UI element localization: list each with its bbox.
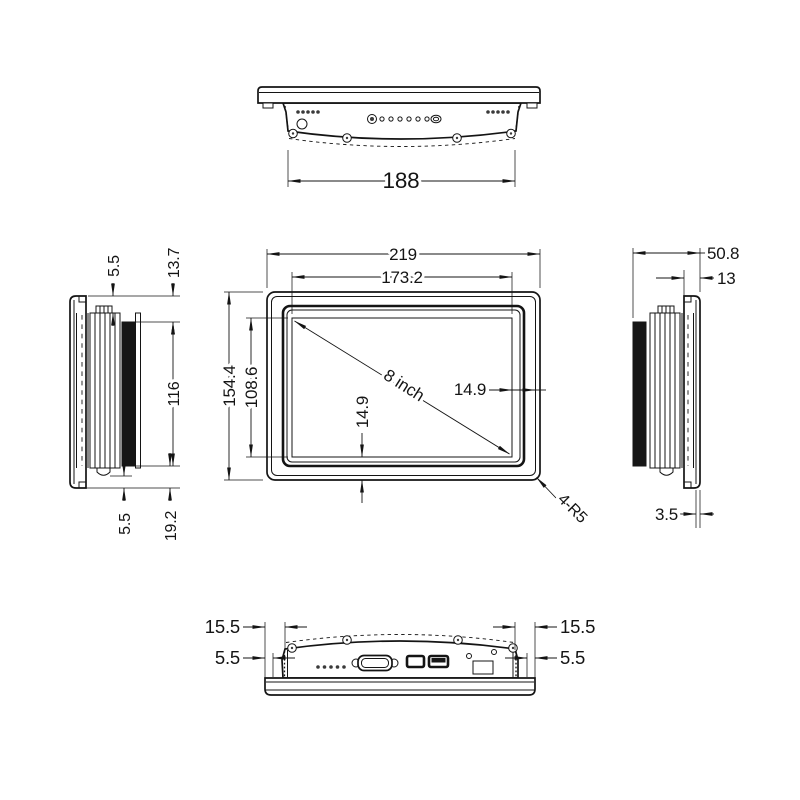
dim-label-14-9-right: 14.9 [454, 380, 486, 399]
bottom-boss [96, 467, 111, 476]
dim-label-15-5-left: 15.5 [205, 616, 240, 637]
dim-label-5-5-right: 5.5 [560, 647, 585, 668]
dim-top-fin-width: 188 [287, 150, 516, 196]
dim-label-108-6: 108.6 [242, 367, 261, 409]
usb-port-1 [405, 654, 426, 669]
dim-label-15-5-right: 15.5 [560, 616, 595, 637]
bezel-section-left [69, 295, 87, 489]
dim-overall-width: 219 [266, 242, 541, 288]
dim-bottom-right-lip: 5.5 [505, 644, 588, 677]
bezel-section-right [683, 295, 701, 489]
dim-label-173-2: 173.2 [381, 268, 423, 287]
top-view: 188 [257, 86, 541, 196]
bottom-view: 15.5 5.5 15.5 5.5 [202, 613, 598, 696]
rear-cover-edge [135, 312, 141, 469]
rear-panel-bar-right [632, 321, 647, 467]
front-view: 8 inch 219 173.2 154.4 108.6 [217, 242, 593, 530]
chassis-body-bottom [281, 640, 519, 679]
mounting-screws-bottom [287, 635, 518, 653]
front-flange-bottom [264, 677, 536, 696]
dim-label-14-9-bottom: 14.9 [353, 396, 372, 428]
dim-left-rear-gap: 5.5 [110, 463, 137, 538]
dim-label-left-5-5-bottom: 5.5 [117, 513, 134, 535]
dim-label-4-r5: 4-R5 [554, 491, 590, 527]
dim-left-rear-depth: 19.2 [86, 453, 183, 544]
dim-left-front-gap: 5.5 [88, 252, 180, 326]
vga-connector [351, 654, 399, 672]
dim-bottom-left-fin-inset: 15.5 [202, 613, 307, 678]
left-side-view: 5.5 13.7 116 5.5 19.2 [69, 245, 186, 544]
dim-overall-height: 154.4 [217, 291, 263, 481]
dim-label-219: 219 [389, 245, 417, 264]
dim-total-depth: 50.8 [632, 241, 742, 318]
dim-label-13: 13 [717, 269, 736, 288]
display-active-area [291, 317, 513, 458]
right-side-view: 50.8 13 3.5 [632, 241, 742, 528]
bottom-boss-right [659, 467, 674, 476]
dim-bottom-right-fin-inset: 15.5 [493, 613, 598, 678]
led-indicator-row [367, 114, 442, 124]
flange-lip-left [262, 102, 274, 109]
dim-right-margin: 14.9 [451, 377, 546, 402]
corner-radius-callout: 4-R5 [536, 477, 593, 530]
dim-label-154-4: 154.4 [220, 365, 239, 407]
dim-bezel-depth: 13 [656, 266, 739, 302]
heatsink-fins-bottom-icon [285, 634, 515, 643]
dim-label-50-8: 50.8 [707, 244, 739, 263]
dim-label-188: 188 [383, 168, 420, 193]
dim-left-front-depth: 13.7 [135, 245, 186, 335]
heatsink-fins-icon [288, 138, 516, 147]
display-opening-inner-line [286, 309, 521, 463]
dim-display-width: 173.2 [291, 265, 513, 314]
power-connector [466, 649, 497, 675]
mounting-screws-top [288, 128, 516, 143]
display-frame-inner-line [271, 296, 536, 476]
vent-holes-left [296, 110, 320, 114]
dim-lip-thickness: 3.5 [652, 490, 714, 528]
vent-holes-bottom [316, 665, 346, 669]
flange-lip-right [526, 102, 538, 109]
dim-bottom-left-lip: 5.5 [212, 644, 295, 677]
dim-label-left-5-5-top: 5.5 [106, 255, 123, 277]
dim-label-19-2: 19.2 [163, 511, 180, 542]
dim-label-3-5: 3.5 [655, 505, 678, 524]
dim-left-cutout-height: 116 [135, 321, 186, 467]
front-flange [257, 86, 541, 104]
dim-label-13-7: 13.7 [166, 248, 183, 279]
vent-holes-right [486, 110, 510, 114]
usb-port-2 [427, 654, 450, 669]
rear-panel-bar [121, 321, 136, 467]
chassis-body [281, 102, 523, 140]
dim-label-116: 116 [166, 381, 183, 406]
antenna-hole [296, 118, 308, 130]
dim-label-5-5-left: 5.5 [215, 647, 240, 668]
dim-bottom-margin: 14.9 [350, 393, 375, 503]
dim-display-height: 108.6 [239, 317, 288, 458]
